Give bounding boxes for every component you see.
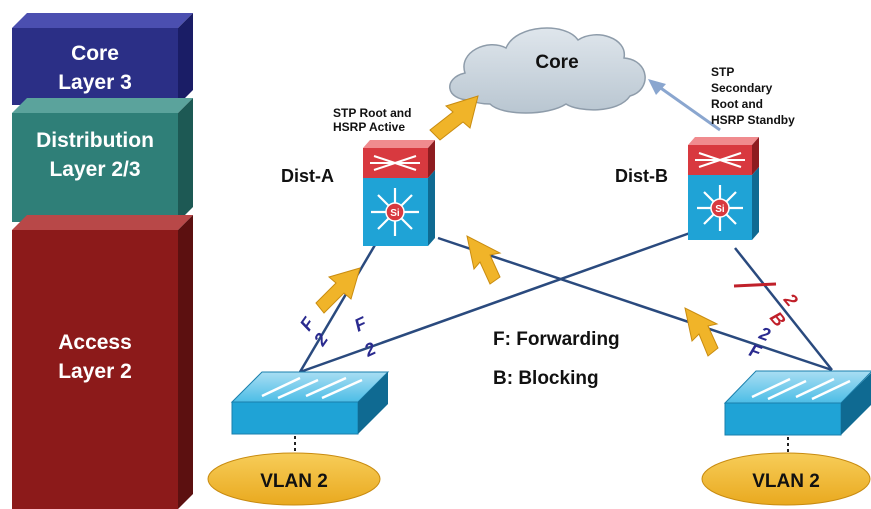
dist-a-switch: Si — [363, 140, 435, 246]
dist-b-switch: Si — [688, 137, 759, 240]
arrow-center-to-dist-a — [466, 235, 502, 285]
vlan-right: VLAN 2 — [701, 452, 871, 506]
legend-forwarding: F: Forwarding — [493, 329, 620, 350]
blocked-port-marker — [733, 282, 777, 288]
link-dist-b-to-access-right — [734, 247, 833, 371]
dist-b-note-line1: STP — [711, 65, 734, 79]
access-layer-block: Access Layer 2 — [12, 215, 193, 509]
core-layer-title: Core — [71, 42, 119, 65]
port-label-left-uplink-b-f: F — [351, 312, 370, 335]
dist-a-note-line2: HSRP Active — [333, 120, 405, 134]
core-cloud-label: Core — [535, 52, 578, 73]
dist-b-note-line4: HSRP Standby — [711, 113, 795, 127]
access-layer-subtitle: Layer 2 — [58, 360, 132, 383]
vlan-left-label: VLAN 2 — [260, 471, 328, 492]
dist-b-si-glyph: Si — [715, 204, 725, 215]
arrow-access-right-to-dist-a — [684, 307, 719, 357]
link-dist-b-to-core — [654, 82, 721, 132]
switch-arrows-icon — [751, 377, 851, 401]
si-badge-icon — [710, 198, 730, 218]
legend-blocking: B: Blocking — [493, 368, 599, 389]
port-label-right-uplink-a-num: 2 — [756, 323, 773, 346]
vlan-right-label: VLAN 2 — [752, 471, 820, 492]
links — [298, 82, 833, 374]
dist-b-note-line2: Secondary — [711, 81, 773, 95]
distribution-layer-block: Distribution Layer 2/3 — [12, 98, 193, 222]
port-label-left-uplink-a-num: 2 — [309, 330, 332, 350]
core-layer-block: Core Layer 3 — [12, 13, 193, 105]
dist-a-label: Dist-A — [281, 166, 334, 186]
router-crossed-arrows-icon — [370, 155, 420, 171]
link-dist-a-to-access-left — [298, 244, 377, 373]
dist-b-uplink-arrowhead — [648, 79, 666, 95]
dist-a-si-glyph: Si — [390, 208, 400, 219]
si-badge-icon — [385, 202, 405, 222]
vlan-left: VLAN 2 — [207, 452, 381, 506]
access-switch-left — [230, 371, 390, 435]
core-layer-subtitle: Layer 3 — [58, 71, 132, 94]
switch-arrows-icon — [261, 376, 363, 400]
dist-a-note-line1: STP Root and — [333, 106, 411, 120]
core-cloud: Core — [449, 27, 646, 114]
router-crossed-arrows-icon — [695, 152, 745, 168]
distribution-layer-subtitle: Layer 2/3 — [49, 158, 140, 181]
distribution-layer-title: Distribution — [36, 129, 154, 152]
access-layer-title: Access — [58, 331, 132, 354]
link-dist-b-to-access-left — [299, 231, 691, 374]
arrow-access-left-to-dist-a — [315, 267, 361, 314]
arrow-dist-a-to-core — [429, 95, 479, 141]
dist-b-note-line3: Root and — [711, 97, 763, 111]
link-dist-a-to-access-right — [437, 236, 833, 372]
cloud-icon — [449, 27, 646, 114]
access-switch-right — [723, 370, 871, 436]
forwarding-arrows — [315, 95, 719, 357]
dist-b-label: Dist-B — [615, 166, 668, 186]
